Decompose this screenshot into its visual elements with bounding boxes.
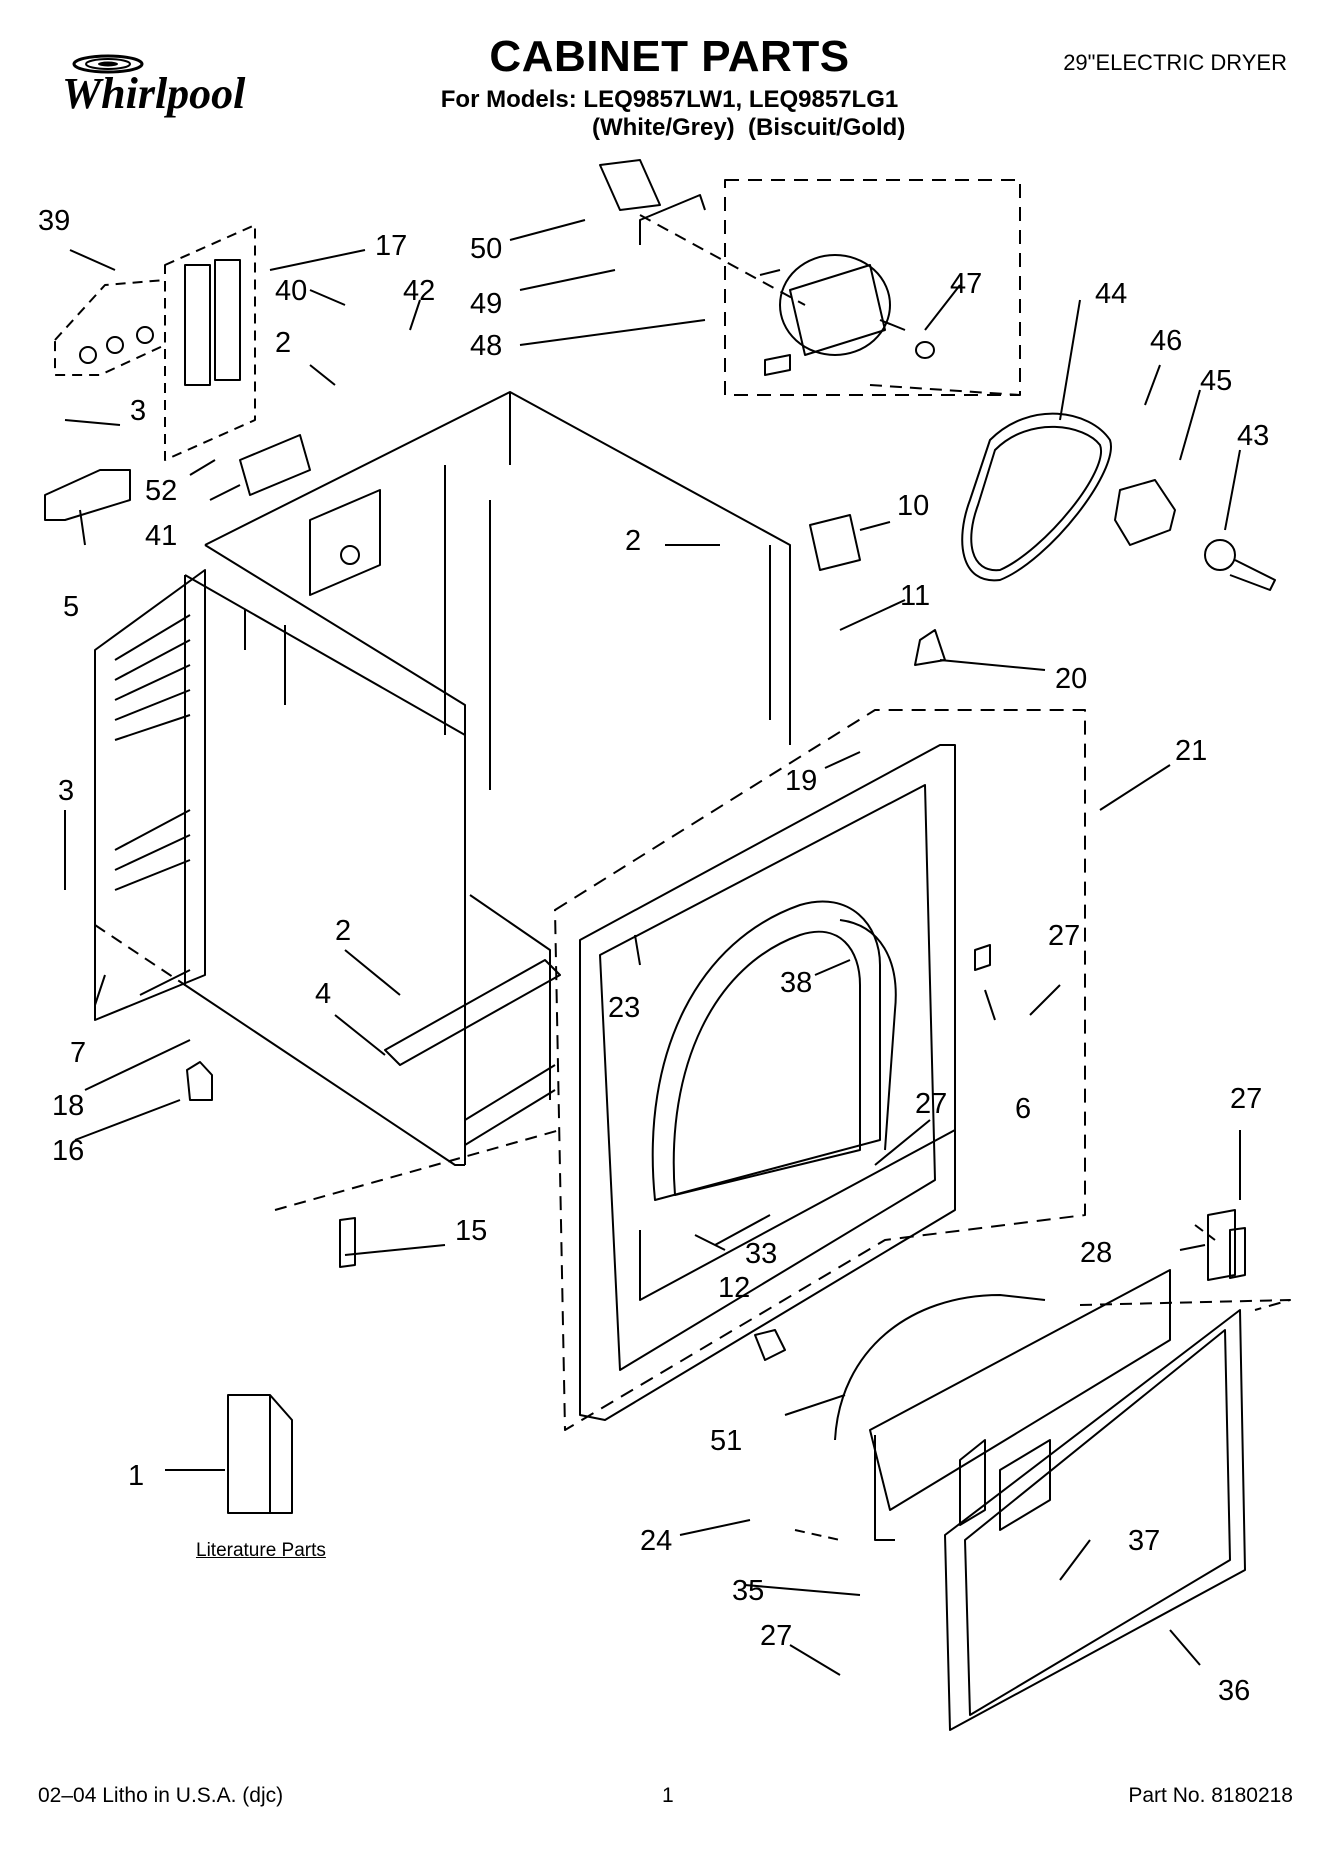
idler-pulley <box>1204 539 1236 571</box>
callout-3: 3 <box>130 395 146 427</box>
callout-5: 5 <box>63 591 79 623</box>
callout-11: 11 <box>900 580 930 612</box>
callout-45: 45 <box>1200 365 1232 397</box>
door-strike <box>339 1217 356 1268</box>
thermostat <box>809 514 861 571</box>
callout-41: 41 <box>145 520 177 552</box>
latch-strike <box>754 1329 786 1361</box>
page-number: 1 <box>662 1784 674 1807</box>
callout-1: 1 <box>128 1460 144 1492</box>
callout-52: 52 <box>145 475 177 507</box>
literature-parts-label: Literature Parts <box>196 1540 326 1561</box>
callout-36: 36 <box>1218 1675 1250 1707</box>
door-assembly <box>834 1269 1246 1731</box>
hinge <box>1207 1209 1236 1281</box>
callout-46: 46 <box>1150 325 1182 357</box>
callout-49: 49 <box>470 288 502 320</box>
motor-bracket <box>599 159 661 211</box>
callout-39: 39 <box>38 205 70 237</box>
rear-cover <box>44 469 131 521</box>
callout-47: 47 <box>950 268 982 300</box>
callout-24: 24 <box>640 1525 672 1557</box>
drum-belt <box>961 412 1112 582</box>
callout-43: 43 <box>1237 420 1269 452</box>
cabinet-body <box>184 391 791 1166</box>
colors-line: (White/Grey) (Biscuit/Gold) <box>592 114 906 141</box>
callout-37: 37 <box>1128 1525 1160 1557</box>
callout-21: 21 <box>1175 735 1207 767</box>
callout-2: 2 <box>275 327 291 359</box>
tie-bar <box>384 959 561 1066</box>
models-line: For Models: LEQ9857LW1, LEQ9857LG1 <box>440 86 899 113</box>
whirlpool-logo: Whirlpool <box>62 54 246 118</box>
idler-bracket <box>1114 479 1176 546</box>
callout-3: 3 <box>58 775 74 807</box>
callout-42: 42 <box>403 275 435 307</box>
callout-50: 50 <box>470 233 502 265</box>
callout-2: 2 <box>625 525 641 557</box>
page-title: CABINET PARTS <box>489 32 850 81</box>
callout-12: 12 <box>718 1272 750 1304</box>
callout-4: 4 <box>315 978 331 1010</box>
front-panel <box>554 709 1086 1431</box>
callout-17: 17 <box>375 230 407 262</box>
callout-7: 7 <box>70 1037 86 1069</box>
callout-28: 28 <box>1080 1237 1112 1269</box>
callout-27: 27 <box>1048 920 1080 952</box>
callout-51: 51 <box>710 1425 742 1457</box>
drive-motor <box>759 254 935 359</box>
callout-38: 38 <box>780 967 812 999</box>
callout-10: 10 <box>897 490 929 522</box>
callout-35: 35 <box>732 1575 764 1607</box>
terminal-block <box>54 224 256 461</box>
callout-23: 23 <box>608 992 640 1024</box>
callout-15: 15 <box>455 1215 487 1247</box>
side-panel <box>94 569 206 1021</box>
brand-wordmark: Whirlpool <box>62 69 246 118</box>
literature-booklet <box>227 1394 293 1514</box>
callout-27: 27 <box>1230 1083 1262 1115</box>
callout-19: 19 <box>785 765 817 797</box>
product-type: 29"ELECTRIC DRYER <box>1063 50 1287 75</box>
callout-27: 27 <box>760 1620 792 1652</box>
callout-33: 33 <box>745 1238 777 1270</box>
callout-48: 48 <box>470 330 502 362</box>
motor-clamp <box>639 194 706 245</box>
callout-16: 16 <box>52 1135 84 1167</box>
print-info: 02–04 Litho in U.S.A. (djc) <box>38 1784 284 1807</box>
leveling-leg <box>186 1061 213 1101</box>
callout-44: 44 <box>1095 278 1127 310</box>
callout-18: 18 <box>52 1090 84 1122</box>
callout-40: 40 <box>275 275 307 307</box>
callout-27: 27 <box>915 1088 947 1120</box>
callout-6: 6 <box>1015 1093 1031 1125</box>
callout-labels: 39 17 40 42 2 3 52 41 5 50 49 48 47 44 4… <box>38 205 1269 1707</box>
part-number: Part No. 8180218 <box>1128 1784 1293 1807</box>
callout-20: 20 <box>1055 663 1087 695</box>
callout-2: 2 <box>335 915 351 947</box>
